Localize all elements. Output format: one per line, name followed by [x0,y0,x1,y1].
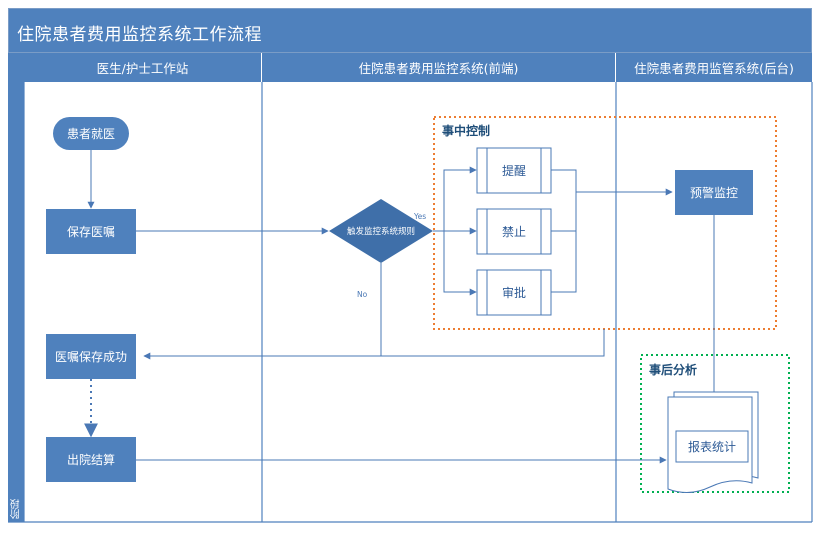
diagram-title: 住院患者费用监控系统工作流程 [17,25,262,45]
node-approve-label: 审批 [502,285,526,300]
node-approve [476,269,552,316]
node-remind [476,147,552,194]
node-report-document [667,391,759,493]
node-trigger-decision [329,199,433,263]
edge-trigger-to-approve [443,231,477,296]
node-visit [53,117,129,150]
group-label-post-analysis: 事后分析 [649,362,697,377]
lane-header-backend: 住院患者费用监管系统(后台) [616,53,812,82]
node-trigger-label: 触发监控系统规则 [347,226,415,237]
node-forbid-label: 禁止 [502,225,526,239]
edge-label-yes: Yes [413,212,426,221]
node-visit-label: 患者就医 [67,127,115,141]
node-warning-label: 预警监控 [690,185,738,200]
group-frame-post-analysis [640,354,790,493]
phase-side-bar: 阶段 [8,53,24,522]
group-frame-in-process [433,116,777,330]
node-warning [675,170,753,215]
edge-actions-to-saved [381,329,605,357]
node-forbid [476,208,552,255]
edge-trigger-to-remind [443,166,477,231]
node-discharge-label: 出院结算 [67,452,115,467]
node-report-label: 报表统计 [688,439,736,454]
node-order-saved [46,334,136,379]
node-save-order-label: 保存医嘱 [67,225,115,239]
lane-header-frontend: 住院患者费用监控系统(前端) [262,53,616,82]
node-discharge [46,437,136,482]
node-order-saved-label: 医嘱保存成功 [55,350,127,364]
title-bar: 住院患者费用监控系统工作流程 [8,8,812,53]
node-save-order [46,209,136,254]
lane-header-workstation: 医生/护士工作站 [24,53,262,82]
edge-label-no: No [357,290,368,299]
node-remind-label: 提醒 [502,163,526,178]
group-label-in-process: 事中控制 [442,123,490,138]
